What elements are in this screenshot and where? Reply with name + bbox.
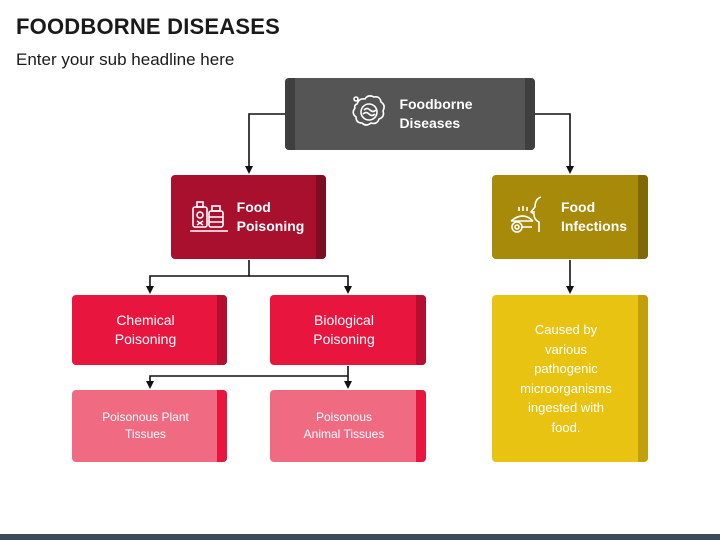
connector-root-food-poisoning [245, 113, 285, 174]
biological-poisoning-node: Biological Poisoning [270, 295, 426, 365]
person-eating-icon [507, 191, 555, 244]
food-poisoning-line2: Poisoning [236, 218, 305, 234]
desc-line-4: microorganisms [520, 380, 612, 396]
desc-line-5: ingested with [528, 400, 604, 415]
bottom-bar [0, 534, 720, 540]
food-poisoning-line1: Food [236, 199, 271, 215]
food-infections-line1: Food [560, 199, 596, 215]
desc-line-3: pathogenic [534, 361, 598, 376]
chemical-line2: Poisoning [114, 331, 177, 347]
page-subtitle: Enter your sub headline here [16, 50, 235, 69]
chemical-poisoning-node: Chemical Poisoning [72, 295, 227, 365]
root-line2: Diseases [399, 115, 461, 131]
root-line1: Foodborne [399, 96, 473, 112]
plant-tissues-node: Poisonous Plant Tissues [72, 390, 227, 462]
biological-line2: Poisoning [313, 331, 375, 347]
connector-poisoning-chemical [146, 260, 250, 294]
food-infections-line2: Infections [560, 218, 628, 234]
food-poisoning-node: Food Poisoning [171, 175, 326, 259]
connector-root-food-infections [535, 113, 574, 174]
plant-line1: Poisonous Plant [102, 410, 189, 424]
bacteria-icon [347, 90, 391, 139]
chemical-line1: Chemical [116, 312, 175, 328]
animal-line1: Poisonous [315, 410, 373, 424]
desc-line-6: food. [551, 419, 581, 435]
root-node: Foodborne Diseases [285, 78, 535, 150]
desc-line-1: Caused by [534, 322, 598, 337]
poison-bottles-icon [187, 193, 231, 242]
infection-description-node: Caused by various pathogenic microorgani… [492, 295, 648, 462]
plant-line2: Tissues [125, 427, 166, 441]
animal-line2: Animal Tissues [303, 427, 385, 441]
food-infections-node: Food Infections [492, 175, 648, 259]
page-title: FOODBORNE DISEASES [16, 14, 280, 39]
connector-poisoning-biological [249, 275, 352, 294]
connector-biological-plant [146, 375, 348, 389]
biological-line1: Biological [314, 312, 374, 328]
animal-tissues-node: Poisonous Animal Tissues [270, 390, 426, 462]
desc-line-2: various [545, 341, 587, 357]
